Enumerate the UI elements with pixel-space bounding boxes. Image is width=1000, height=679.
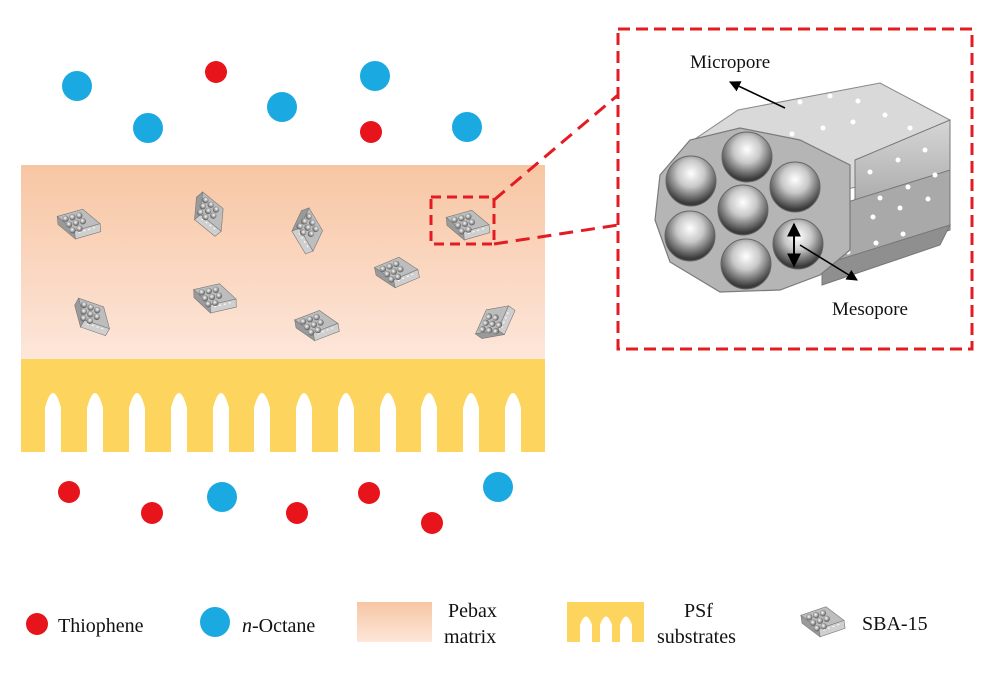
legend-pebax-label-line1: Pebax — [448, 600, 497, 622]
legend-psf-swatch — [567, 602, 644, 642]
thiophene-molecule — [358, 482, 380, 504]
mesopore-channel — [721, 131, 773, 183]
legend-psf-label-line1: PSf — [684, 600, 713, 622]
octane-molecule — [483, 472, 513, 502]
zoom-highlight-box — [429, 195, 496, 246]
legend-sba15-swatch — [799, 604, 847, 640]
legend-psf-label-line2: substrates — [657, 626, 736, 648]
permeate-side-molecules — [58, 472, 513, 534]
mesopore-channel — [717, 184, 769, 236]
legend-pebax-label-line2: matrix — [444, 626, 496, 648]
zoom-connector-top — [493, 93, 619, 202]
mesopore-channel — [772, 218, 824, 270]
thiophene-molecule — [205, 61, 227, 83]
mesopore-channel — [665, 155, 717, 207]
psf-substrate — [21, 359, 545, 452]
octane-molecule — [267, 92, 297, 122]
legend-pebax-swatch — [357, 602, 432, 642]
sba15-structure-illustration — [654, 82, 951, 293]
octane-molecule — [133, 113, 163, 143]
thiophene-molecule — [421, 512, 443, 534]
thiophene-molecule — [58, 481, 80, 503]
micropore-label: Micropore — [690, 52, 770, 73]
legend-sba15-label: SBA-15 — [862, 613, 928, 635]
mesopore-channel — [664, 210, 716, 262]
octane-molecule — [62, 71, 92, 101]
octane-molecule — [207, 482, 237, 512]
legend-octane-label: n-Octane — [242, 615, 315, 637]
legend-octane-swatch — [200, 607, 230, 637]
legend-thiophene-swatch — [26, 613, 48, 635]
feed-side-molecules — [62, 61, 482, 143]
thiophene-molecule — [141, 502, 163, 524]
mesopore-label: Mesopore — [832, 299, 908, 320]
octane-molecule — [360, 61, 390, 91]
legend: Thiophene n-Octane Pebax matrix PSf subs… — [26, 600, 928, 648]
thiophene-molecule — [360, 121, 382, 143]
legend-thiophene-label: Thiophene — [58, 615, 144, 637]
thiophene-molecule — [286, 502, 308, 524]
mesopore-channel — [769, 161, 821, 213]
mesopore-pointer-arrow — [799, 244, 858, 281]
octane-molecule — [452, 112, 482, 142]
mesopore-channel — [720, 238, 772, 290]
micropore-pointer-arrow — [728, 81, 786, 109]
